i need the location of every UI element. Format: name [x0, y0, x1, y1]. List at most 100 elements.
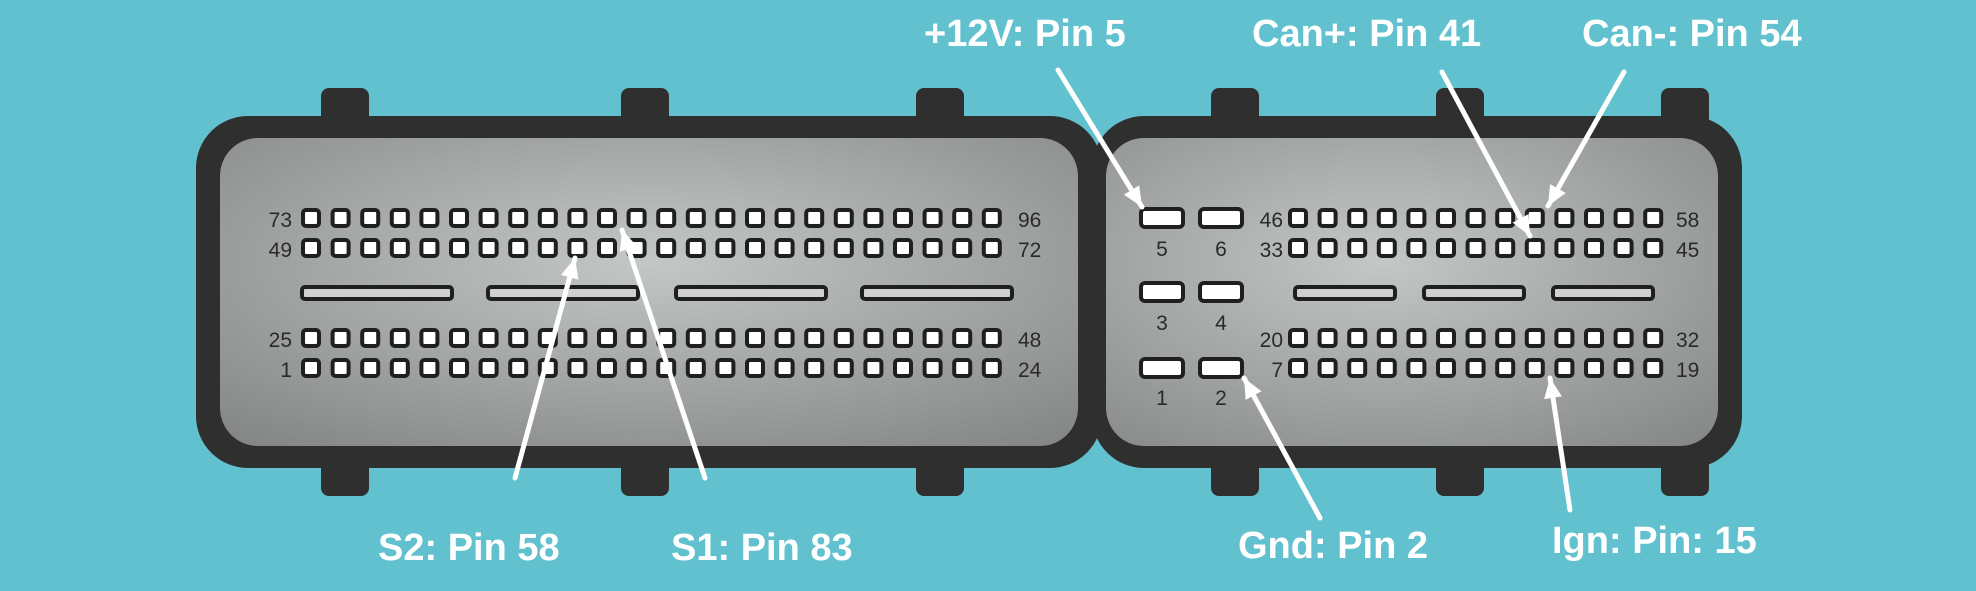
pin: [1613, 208, 1634, 228]
pin: [508, 358, 529, 378]
pin: [1317, 238, 1338, 258]
pin: [597, 208, 617, 228]
pin: [1376, 238, 1397, 258]
pin: [537, 208, 558, 228]
pin: [685, 328, 706, 348]
pin: [863, 208, 884, 228]
row-label-right: 48: [1018, 329, 1041, 352]
pin: [360, 208, 381, 228]
pin: [1465, 358, 1486, 378]
row-label-left: 7: [1271, 359, 1283, 382]
pin: [1524, 358, 1545, 378]
pin: [301, 208, 321, 228]
pin: [567, 328, 588, 348]
pin: [360, 238, 381, 258]
pin: [952, 208, 973, 228]
slot: [300, 285, 454, 301]
power-pin: [1198, 357, 1244, 379]
row-label-right: 45: [1676, 239, 1699, 262]
connector-b-row-labels: 46 58 33 45 20 32 7 19 5 6 3 4 1 2: [1156, 209, 1699, 410]
row-label-left: 20: [1260, 329, 1283, 352]
pin: [1436, 238, 1456, 258]
power-pin-label: 2: [1215, 387, 1227, 410]
pin: [330, 238, 351, 258]
power-pin-label: 4: [1215, 312, 1227, 335]
slot: [1293, 285, 1397, 301]
pin: [1613, 328, 1634, 348]
pin: [1524, 238, 1545, 258]
pin: [1643, 208, 1664, 228]
pin: [360, 358, 381, 378]
pin: [1554, 238, 1575, 258]
power-pin: [1139, 281, 1185, 303]
pin: [419, 238, 440, 258]
callout-arrow-line: [1545, 69, 1627, 209]
pin: [360, 328, 381, 348]
pin: [330, 208, 351, 228]
callout-labels: S2: Pin 58 S1: Pin 83 +12V: Pin 5 Can+: …: [378, 13, 1802, 569]
pin: [1288, 358, 1308, 378]
pin-field: [300, 207, 1664, 379]
pin: [1347, 358, 1368, 378]
pin: [567, 208, 588, 228]
pin: [1347, 328, 1368, 348]
power-pin: [1198, 207, 1244, 229]
pin: [922, 208, 943, 228]
row-label-right: 58: [1676, 209, 1699, 232]
pin: [330, 328, 351, 348]
pin: [715, 238, 736, 258]
pin: [1465, 238, 1486, 258]
connector-a-row-labels: 73 96 49 72 25 48 1 24: [269, 209, 1042, 382]
pin: [478, 358, 499, 378]
callout-label-gnd: Gnd: Pin 2: [1238, 525, 1428, 567]
pin: [389, 358, 410, 378]
pin: [389, 238, 410, 258]
pin: [449, 238, 469, 258]
pin: [804, 328, 825, 348]
pin: [1406, 238, 1427, 258]
row-label-left: 46: [1260, 209, 1283, 232]
pin: [1643, 358, 1664, 378]
pin: [685, 358, 706, 378]
pin: [419, 358, 440, 378]
pin: [1554, 358, 1575, 378]
pin: [1465, 328, 1486, 348]
pin: [656, 238, 677, 258]
slot: [1422, 285, 1526, 301]
row-label-right: 19: [1676, 359, 1699, 382]
pin: [1317, 328, 1338, 348]
callout-label-12v: +12V: Pin 5: [924, 13, 1126, 55]
pin: [1436, 208, 1456, 228]
slot: [674, 285, 828, 301]
pin: [1406, 358, 1427, 378]
pin: [389, 328, 410, 348]
row-label-left: 49: [269, 239, 292, 262]
slot: [860, 285, 1014, 301]
callout-label-can-plus: Can+: Pin 41: [1252, 13, 1481, 55]
power-pin-label: 5: [1156, 238, 1168, 261]
pin: [1495, 328, 1516, 348]
power-pin: [1198, 281, 1244, 303]
pin: [1584, 208, 1604, 228]
pin: [301, 358, 321, 378]
pin: [478, 238, 499, 258]
callout-arrow-line: [1547, 375, 1573, 513]
pin: [745, 328, 765, 348]
pin: [1613, 238, 1634, 258]
pin: [981, 238, 1002, 258]
pin: [952, 238, 973, 258]
pin: [833, 238, 854, 258]
pin: [508, 208, 529, 228]
pin: [1436, 328, 1456, 348]
pin: [537, 238, 558, 258]
pin: [1584, 238, 1604, 258]
pin: [833, 328, 854, 348]
power-pin-label: 1: [1156, 387, 1168, 410]
pin: [478, 328, 499, 348]
pin: [922, 238, 943, 258]
pin: [478, 208, 499, 228]
pin: [1317, 358, 1338, 378]
pin: [567, 358, 588, 378]
pin: [922, 328, 943, 348]
